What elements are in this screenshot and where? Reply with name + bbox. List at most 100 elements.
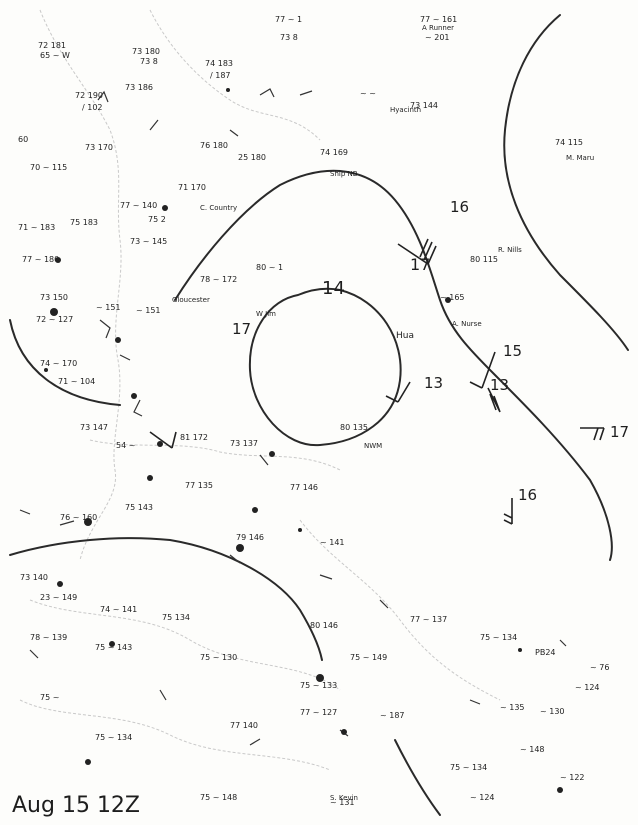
- svg-text:77 ~ 137: 77 ~ 137: [410, 615, 447, 624]
- svg-text:72 ~ 127: 72 ~ 127: [36, 315, 73, 324]
- svg-text:~ 130: ~ 130: [540, 707, 565, 716]
- svg-text:PB24: PB24: [535, 648, 556, 657]
- svg-text:~ 141: ~ 141: [320, 538, 345, 547]
- isobar-label: 15: [503, 342, 522, 360]
- station-label: R. Nills: [498, 246, 522, 254]
- svg-text:72 190: 72 190: [75, 91, 103, 100]
- svg-text:73 180: 73 180: [132, 47, 160, 56]
- station-label: A. Nurse: [452, 320, 482, 328]
- svg-text:65 ~ W: 65 ~ W: [40, 51, 70, 60]
- svg-text:60: 60: [18, 135, 28, 144]
- station-label: S. Kevin: [330, 794, 358, 802]
- svg-text:77 ~ 180: 77 ~ 180: [22, 255, 59, 264]
- isobar-label: 17: [410, 255, 430, 274]
- svg-text:73 144: 73 144: [410, 101, 438, 110]
- station-label: A Runner: [422, 24, 454, 32]
- svg-text:73 140: 73 140: [20, 573, 48, 582]
- isobar-label: 17: [232, 320, 251, 338]
- svg-text:71 170: 71 170: [178, 183, 206, 192]
- svg-text:~ 187: ~ 187: [380, 711, 405, 720]
- svg-text:73 137: 73 137: [230, 439, 258, 448]
- wind-barbs: [149, 238, 605, 525]
- svg-text:73 8: 73 8: [280, 33, 298, 42]
- svg-text:75 ~ 133: 75 ~ 133: [300, 681, 337, 690]
- svg-text:75 143: 75 143: [125, 503, 153, 512]
- svg-text:73 150: 73 150: [40, 293, 68, 302]
- svg-text:74 183: 74 183: [205, 59, 233, 68]
- svg-text:54 ~: 54 ~: [116, 441, 135, 450]
- pressure-labels: 14 13 15 13 16 16 17 17 17 Hua: [232, 198, 629, 504]
- svg-text:75 183: 75 183: [70, 218, 98, 227]
- svg-text:73 147: 73 147: [80, 423, 108, 432]
- svg-text:75 134: 75 134: [162, 613, 190, 622]
- svg-text:80 135: 80 135: [340, 423, 368, 432]
- svg-text:77 135: 77 135: [185, 481, 213, 490]
- svg-text:77 146: 77 146: [290, 483, 318, 492]
- isobar-label: 16: [450, 198, 469, 216]
- svg-text:/ 102: / 102: [82, 103, 103, 112]
- svg-text:~ 148: ~ 148: [520, 745, 545, 754]
- isobar-label: 16: [518, 486, 537, 504]
- svg-text:73 170: 73 170: [85, 143, 113, 152]
- station-label: C. Country: [200, 204, 237, 212]
- svg-text:79 146: 79 146: [236, 533, 264, 542]
- svg-text:71 ~ 183: 71 ~ 183: [18, 223, 55, 232]
- svg-text:75 ~ 134: 75 ~ 134: [95, 733, 132, 742]
- svg-text:77 140: 77 140: [230, 721, 258, 730]
- svg-text:75 ~: 75 ~: [40, 693, 59, 702]
- svg-text:73 ~ 145: 73 ~ 145: [130, 237, 167, 246]
- low-center-label: Hua: [396, 331, 414, 341]
- svg-text:81 172: 81 172: [180, 433, 208, 442]
- station-label: Hyacinth: [390, 106, 421, 114]
- svg-text:80 115: 80 115: [470, 255, 498, 264]
- svg-text:71 ~ 104: 71 ~ 104: [58, 377, 95, 386]
- svg-text:~ 165: ~ 165: [440, 293, 465, 302]
- station-label: Gloucester: [172, 296, 210, 304]
- svg-text:75 ~ 143: 75 ~ 143: [95, 643, 132, 652]
- svg-text:76 ~ 160: 76 ~ 160: [60, 513, 97, 522]
- svg-text:80 ~ 1: 80 ~ 1: [256, 263, 283, 272]
- isobar-label: 13: [424, 374, 443, 392]
- station-label: Ship NB: [330, 170, 358, 178]
- coastlines: [19, 9, 501, 771]
- svg-text:~ 151: ~ 151: [136, 306, 161, 315]
- isobars: [9, 14, 629, 816]
- svg-text:74 169: 74 169: [320, 148, 348, 157]
- svg-text:~ 201: ~ 201: [425, 33, 450, 42]
- chart-date-label: Aug 15 12Z: [12, 793, 140, 818]
- isobar-label: 14: [322, 278, 345, 299]
- svg-text:77 ~ 140: 77 ~ 140: [120, 201, 157, 210]
- svg-text:77 ~ 161: 77 ~ 161: [420, 15, 457, 24]
- svg-text:~ ~: ~ ~: [360, 89, 376, 98]
- svg-text:73 186: 73 186: [125, 83, 153, 92]
- svg-text:~ 76: ~ 76: [590, 663, 609, 672]
- svg-text:74 ~ 170: 74 ~ 170: [40, 359, 77, 368]
- svg-text:75 ~ 134: 75 ~ 134: [450, 763, 487, 772]
- svg-text:75 ~ 149: 75 ~ 149: [350, 653, 387, 662]
- svg-text:~ 135: ~ 135: [500, 703, 525, 712]
- svg-text:~ 131: ~ 131: [330, 798, 355, 807]
- svg-text:74 115: 74 115: [555, 138, 583, 147]
- svg-text:77 ~ 1: 77 ~ 1: [275, 15, 302, 24]
- isobar-label: 17: [610, 423, 629, 441]
- svg-text:25 180: 25 180: [238, 153, 266, 162]
- svg-text:77 ~ 127: 77 ~ 127: [300, 708, 337, 717]
- svg-text:74 ~ 141: 74 ~ 141: [100, 605, 137, 614]
- svg-text:/ 187: / 187: [210, 71, 231, 80]
- station-name-labels: A Runner R. Nills A. Nurse M. Maru Hyaci…: [172, 24, 594, 802]
- svg-text:75 ~ 148: 75 ~ 148: [200, 793, 237, 802]
- svg-text:73 8: 73 8: [140, 57, 158, 66]
- svg-text:~ 124: ~ 124: [575, 683, 600, 692]
- svg-text:78 ~ 139: 78 ~ 139: [30, 633, 67, 642]
- svg-text:~ 151: ~ 151: [96, 303, 121, 312]
- svg-text:75 2: 75 2: [148, 215, 166, 224]
- station-label: NWM: [364, 442, 382, 450]
- svg-text:76 180: 76 180: [200, 141, 228, 150]
- svg-text:23 ~ 149: 23 ~ 149: [40, 593, 77, 602]
- isobar-label: 13: [490, 376, 509, 394]
- station-label: M. Maru: [566, 154, 594, 162]
- svg-text:75 ~ 130: 75 ~ 130: [200, 653, 237, 662]
- svg-text:78 ~ 172: 78 ~ 172: [200, 275, 237, 284]
